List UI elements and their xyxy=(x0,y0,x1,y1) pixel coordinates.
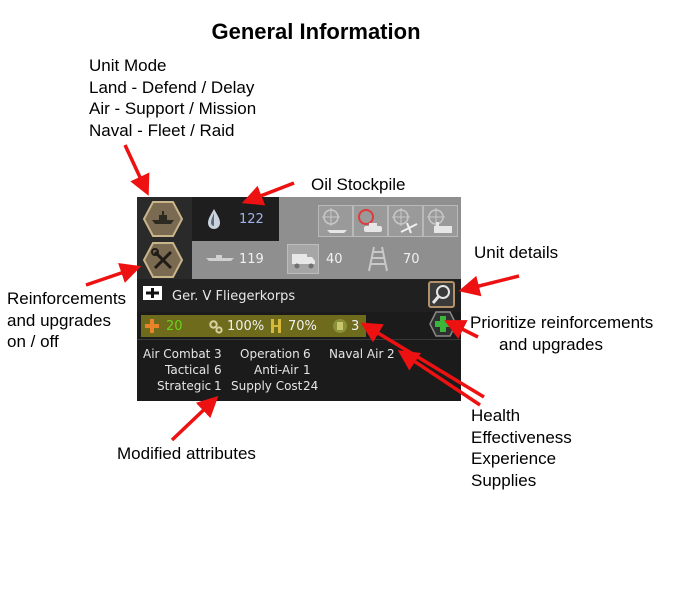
unit-mode-line: Land - Defend / Delay xyxy=(89,77,255,97)
stats-annotation: Health Effectiveness Experience Supplies xyxy=(471,405,572,491)
target-building-icon xyxy=(427,208,452,233)
oil-drop-icon xyxy=(208,209,220,229)
reinforcements-toggle-button[interactable] xyxy=(142,242,184,278)
unit-details-button[interactable] xyxy=(428,281,455,308)
ship-hex-icon xyxy=(152,211,174,224)
attribute-value: 6 xyxy=(303,347,311,361)
flag-icon xyxy=(143,286,162,300)
target-tank-icon xyxy=(358,209,382,232)
unit-info-panel: 122 xyxy=(137,197,461,401)
stats-line: Effectiveness xyxy=(471,427,572,447)
unit-mode-line: Air - Support / Mission xyxy=(89,99,257,118)
ship-icon xyxy=(206,255,234,261)
target-building-button[interactable] xyxy=(423,205,458,237)
arrow-unit-mode xyxy=(123,144,150,196)
page-title: General Information xyxy=(211,19,421,44)
attribute-value: 2 xyxy=(387,347,395,361)
stats-bar xyxy=(141,315,366,337)
attribute-value: 24 xyxy=(303,379,319,393)
health-cross-icon xyxy=(145,319,159,333)
truck-icon xyxy=(292,254,315,269)
prioritize-line: Prioritize reinforcements xyxy=(470,313,654,332)
attribute-value: 1 xyxy=(303,363,311,377)
unit-mode-annotation: Unit Mode Land - Defend / Delay Air - Su… xyxy=(89,55,256,141)
reinforcements-line: and upgrades xyxy=(7,310,111,330)
attribute-label: Air Combat xyxy=(143,347,211,361)
attribute-value: 6 xyxy=(214,363,222,377)
target-plane-icon xyxy=(392,208,418,234)
supply-icon xyxy=(333,319,347,333)
rail-value: 70 xyxy=(403,252,420,267)
attribute-label: Strategic xyxy=(157,379,212,393)
arrow-reinforcements xyxy=(85,263,142,287)
oil-stockpile-annotation: Oil Stockpile xyxy=(311,175,406,194)
reinforcements-line: Reinforcements xyxy=(7,289,127,308)
unit-details-annotation: Unit details xyxy=(474,243,559,262)
tools-hex-icon xyxy=(151,248,173,270)
prioritize-reinforcements-button[interactable] xyxy=(429,311,457,337)
target-ship-button[interactable] xyxy=(318,205,353,237)
stats-line: Health xyxy=(471,406,521,425)
prioritize-line: and upgrades xyxy=(499,334,603,354)
oil-value: 122 xyxy=(239,212,264,227)
attribute-label: Naval Air xyxy=(329,347,384,361)
reinforcements-annotation: Reinforcements and upgrades on / off xyxy=(7,288,126,353)
health-value: 20 xyxy=(166,319,183,334)
target-tank-button[interactable] xyxy=(353,205,388,237)
plus-icon xyxy=(435,316,451,332)
attribute-label: Anti-Air xyxy=(254,363,299,377)
target-plane-button[interactable] xyxy=(388,205,423,237)
arrow-unit-details xyxy=(458,274,520,297)
attribute-label: Operation xyxy=(240,347,300,361)
supplies-value: 3 xyxy=(351,319,360,334)
experience-value: 70% xyxy=(288,319,317,334)
truck-value: 40 xyxy=(326,252,343,267)
unit-mode-button[interactable] xyxy=(142,201,184,237)
target-ship-icon xyxy=(322,208,347,233)
stats-line: Supplies xyxy=(471,470,537,490)
naval-transport-value: 119 xyxy=(239,252,264,267)
unit-name: Ger. V Fliegerkorps xyxy=(172,289,296,304)
magnifier-icon xyxy=(431,285,450,304)
unit-mode-line: Unit Mode xyxy=(89,56,167,75)
rail-icon xyxy=(368,246,388,272)
attribute-value: 3 xyxy=(214,347,222,361)
divider xyxy=(137,339,461,340)
unit-mode-line: Naval - Fleet / Raid xyxy=(89,120,235,140)
attribute-label: Supply Cost xyxy=(231,379,303,393)
attribute-value: 1 xyxy=(214,379,222,393)
medal-icon xyxy=(271,319,281,333)
prioritize-annotation: Prioritize reinforcements and upgrades xyxy=(470,312,653,355)
modified-attributes-annotation: Modified attributes xyxy=(117,444,256,463)
attribute-label: Tactical xyxy=(165,363,210,377)
effectiveness-value: 100% xyxy=(227,319,265,334)
stats-line: Experience xyxy=(471,449,557,468)
truck-button[interactable] xyxy=(287,244,319,274)
arrow-modified-attributes xyxy=(170,395,219,442)
gears-icon xyxy=(209,320,223,334)
reinforcements-line: on / off xyxy=(7,332,59,351)
name-row xyxy=(137,279,461,312)
